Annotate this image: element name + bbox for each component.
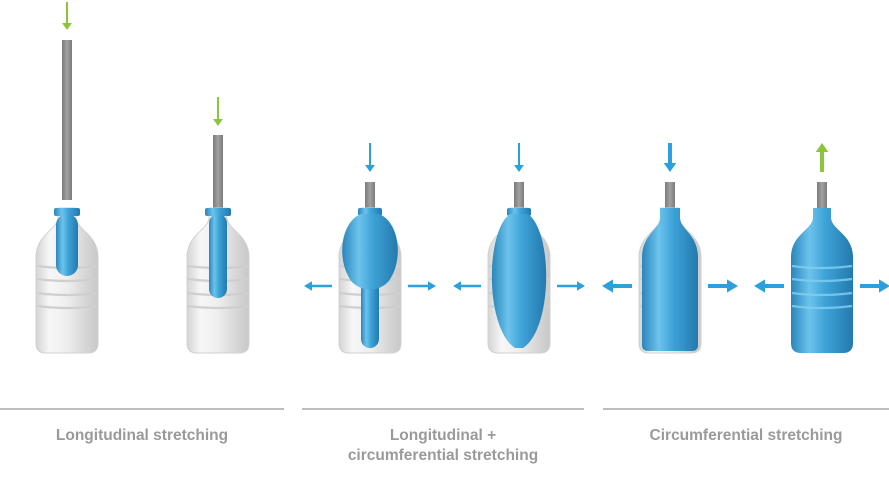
bottle-rib <box>187 304 249 310</box>
stage-divider <box>0 408 284 410</box>
stretch-rod <box>514 182 524 212</box>
side-stretch-arrow <box>879 279 889 293</box>
bottle-step-1 <box>35 2 99 354</box>
preform <box>56 214 78 276</box>
side-stretch-arrow <box>577 281 585 291</box>
stretch-rod <box>665 182 675 212</box>
label-longitudinal-stretching: Longitudinal stretching <box>0 426 284 446</box>
label-longitudinal-circumferential-stretching: Longitudinal + circumferential stretchin… <box>302 426 584 466</box>
green-up-arrow-icon <box>815 143 829 152</box>
label-circumferential-stretching: Circumferential stretching <box>603 426 889 446</box>
label-line: circumferential stretching <box>347 447 539 464</box>
preform-bulb <box>342 214 398 290</box>
bottle-rib <box>791 264 853 270</box>
stage-divider <box>603 408 889 410</box>
label-line: Longitudinal stretching <box>55 427 229 444</box>
parison-near-bottle <box>642 208 698 351</box>
stretch-rod <box>365 182 375 212</box>
blue-down-arrow-icon <box>663 163 677 172</box>
label-line: Circumferential stretching <box>649 427 843 444</box>
stretch-rod <box>62 40 72 200</box>
side-stretch-arrow <box>428 281 436 291</box>
side-stretch-arrow <box>727 279 738 293</box>
bottle-rib <box>36 291 98 297</box>
blue-down-arrow-icon <box>514 165 524 172</box>
preform <box>209 214 227 298</box>
preform-stem <box>361 270 379 348</box>
side-stretch-arrow <box>453 281 461 291</box>
side-stretch-arrow <box>754 279 765 293</box>
preform-neck <box>205 208 231 216</box>
bottle-step-2 <box>186 97 250 354</box>
bottle-step-4 <box>453 143 585 354</box>
parison-ellipsoid <box>491 214 547 348</box>
side-stretch-arrow <box>304 281 312 291</box>
bottle-rib <box>36 277 98 283</box>
bottle-rib <box>791 277 853 283</box>
stage-divider <box>302 408 584 410</box>
bottle-rib <box>36 304 98 310</box>
bottle-step-5 <box>602 143 738 354</box>
label-line: Longitudinal + <box>389 427 497 444</box>
bottle-rib <box>791 304 853 310</box>
bottle-step-3 <box>304 143 436 354</box>
stretch-rod <box>817 182 827 212</box>
bottle-step-6 <box>754 143 889 353</box>
blue-down-arrow-icon <box>365 165 375 172</box>
bottle-rib <box>791 291 853 297</box>
green-down-arrow-icon <box>62 23 72 30</box>
preform-neck <box>54 208 80 216</box>
side-stretch-arrow <box>602 279 613 293</box>
green-down-arrow-icon <box>213 119 223 126</box>
